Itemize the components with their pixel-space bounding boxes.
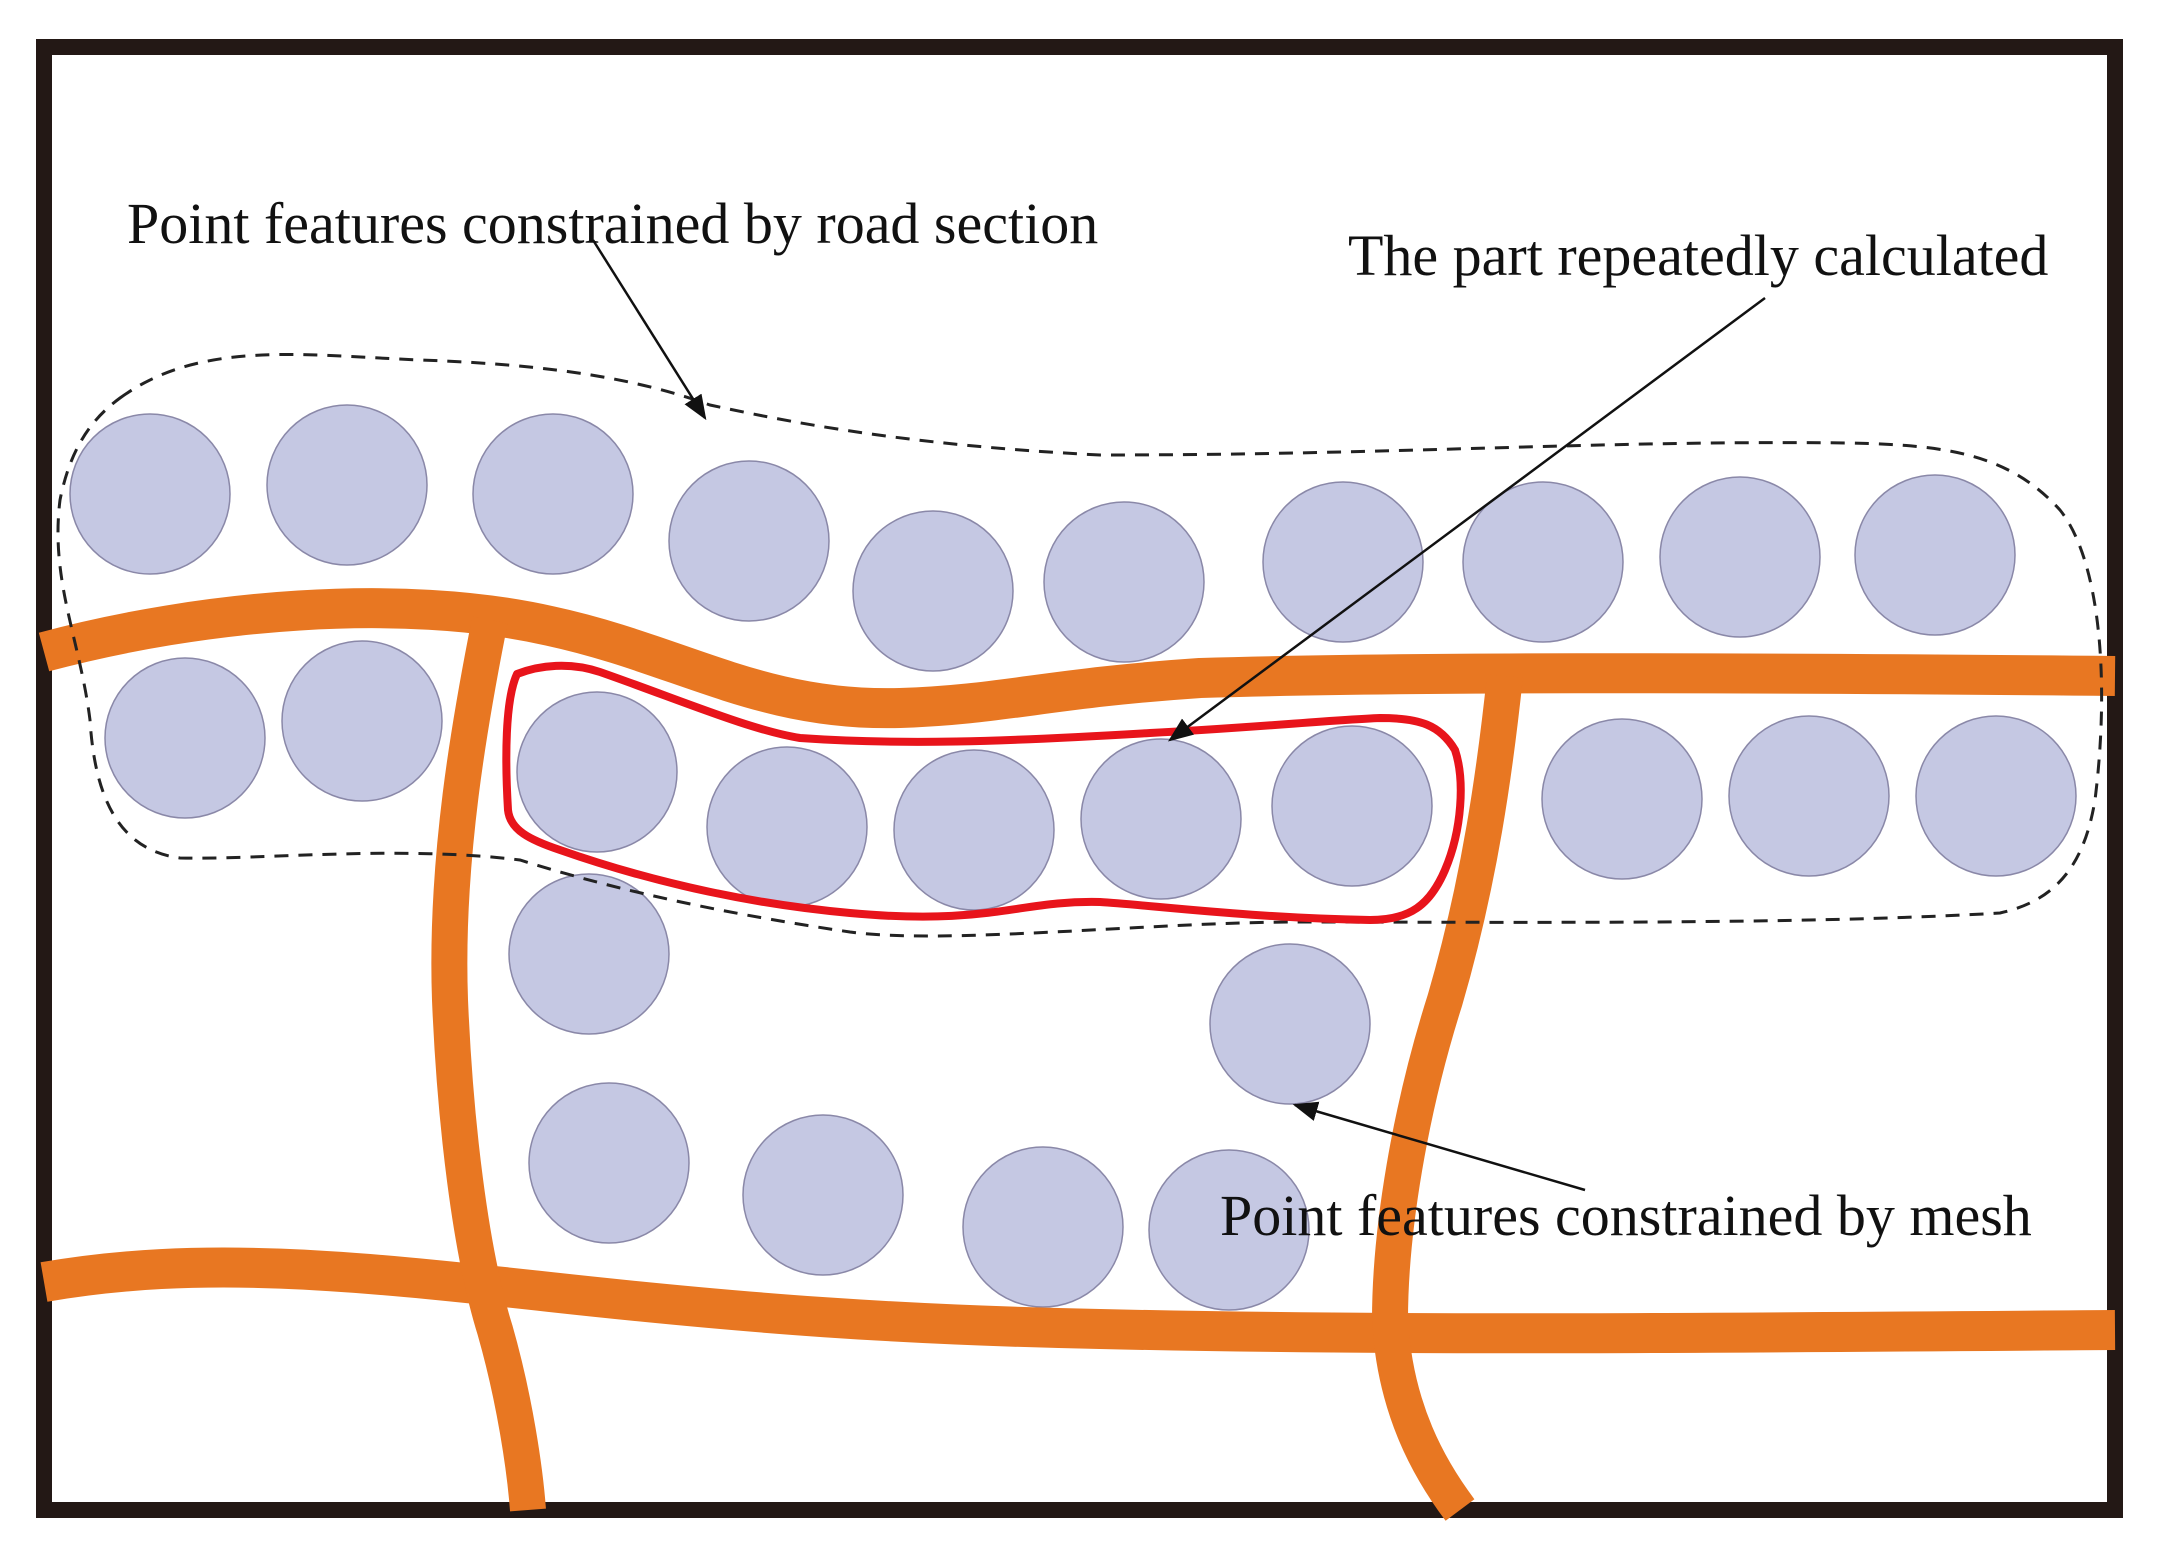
road-network (38, 588, 2116, 1521)
label-road-section: Point features constrained by road secti… (127, 191, 1098, 256)
point-feature (1659, 476, 1821, 638)
point-feature (1080, 738, 1242, 900)
road-vertical-right (1372, 674, 1523, 1521)
point-features-layer (69, 404, 2077, 1311)
point-feature (281, 640, 443, 802)
point-feature (1462, 481, 1624, 643)
point-feature (69, 413, 231, 575)
point-feature (1271, 725, 1433, 887)
repeated-calculation-region (502, 661, 1465, 924)
point-feature (472, 413, 634, 575)
point-feature (1209, 943, 1371, 1105)
point-feature (516, 691, 678, 853)
point-feature (852, 510, 1014, 672)
arrow-repeated (1167, 296, 1766, 742)
point-feature (1915, 715, 2077, 877)
point-feature (508, 873, 670, 1035)
label-repeated: The part repeatedly calculated (1348, 223, 2048, 288)
road-main-upper (38, 588, 2116, 729)
point-feature (742, 1114, 904, 1276)
point-feature (893, 749, 1055, 911)
point-feature (104, 657, 266, 819)
road-section-boundary (56, 353, 2104, 938)
road-lower (40, 1247, 2116, 1354)
road-vertical-left (431, 616, 546, 1512)
point-feature (1854, 474, 2016, 636)
point-feature (1262, 481, 1424, 643)
point-feature (1148, 1149, 1310, 1311)
point-feature (706, 746, 868, 908)
point-feature (266, 404, 428, 566)
point-feature (1541, 718, 1703, 880)
point-feature (1728, 715, 1890, 877)
point-feature (1043, 501, 1205, 663)
point-feature (668, 460, 830, 622)
label-mesh: Point features constrained by mesh (1220, 1183, 2032, 1248)
point-feature (528, 1082, 690, 1244)
arrow-road-section (591, 239, 707, 421)
point-feature (962, 1146, 1124, 1308)
arrow-mesh (1292, 1101, 1586, 1192)
